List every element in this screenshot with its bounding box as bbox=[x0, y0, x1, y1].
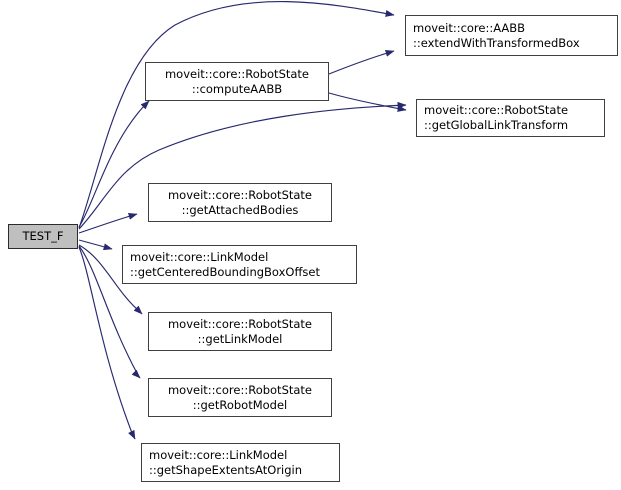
graph-edge bbox=[78, 246, 136, 440]
graph-edge bbox=[78, 212, 138, 234]
graph-node-getattachedbodies[interactable]: moveit::core::RobotState::getAttachedBod… bbox=[148, 183, 332, 222]
graph-node-label-line: moveit::core::AABB bbox=[413, 20, 526, 35]
graph-edge bbox=[78, 101, 407, 230]
graph-node-getgloballinktransform[interactable]: moveit::core::RobotState::getGlobalLinkT… bbox=[416, 99, 605, 137]
graph-edges bbox=[78, 1, 407, 440]
graph-node-computeaabb[interactable]: moveit::core::RobotState::computeAABB bbox=[145, 62, 329, 101]
graph-node-label-line: ::getRobotModel bbox=[192, 397, 288, 412]
graph-node-test_f[interactable]: TEST_F bbox=[8, 224, 78, 249]
graph-node-label-line: moveit::core::LinkModel bbox=[149, 447, 288, 462]
graph-node-label-line: moveit::core::RobotState bbox=[167, 316, 313, 331]
graph-node-label-line: moveit::core::RobotState bbox=[167, 187, 313, 202]
graph-node-getshapeextentsatorigin[interactable]: moveit::core::LinkModel::getShapeExtents… bbox=[141, 443, 340, 482]
graph-node-label-line: moveit::core::RobotState bbox=[167, 382, 313, 397]
graph-node-label-line: ::getShapeExtentsAtOrigin bbox=[149, 462, 303, 477]
graph-node-getlinkmodel[interactable]: moveit::core::RobotState::getLinkModel bbox=[148, 312, 332, 351]
graph-edge bbox=[78, 100, 150, 228]
graph-node-label-line: moveit::core::LinkModel bbox=[130, 249, 269, 264]
graph-node-extendwithtransformedbox[interactable]: moveit::core::AABB::extendWithTransforme… bbox=[405, 15, 618, 56]
graph-node-getcenteredboundingboxoffset[interactable]: moveit::core::LinkModel::getCenteredBoun… bbox=[122, 245, 357, 284]
graph-node-label-line: ::getCenteredBoundingBoxOffset bbox=[130, 264, 320, 279]
graph-edge bbox=[78, 239, 113, 251]
graph-node-label-line: TEST_F bbox=[22, 229, 64, 244]
graph-node-label-line: ::extendWithTransformedBox bbox=[413, 35, 580, 50]
graph-node-label-line: moveit::core::RobotState bbox=[424, 103, 569, 118]
graph-edge bbox=[78, 245, 141, 379]
graph-edge bbox=[78, 1, 395, 229]
graph-node-label-line: ::getAttachedBodies bbox=[181, 202, 299, 217]
graph-node-label-line: ::getGlobalLinkTransform bbox=[424, 118, 569, 132]
graph-node-getrobotmodel[interactable]: moveit::core::RobotState::getRobotModel bbox=[148, 378, 332, 417]
graph-edge bbox=[328, 49, 395, 75]
graph-node-label-line: ::getLinkModel bbox=[197, 331, 283, 346]
graph-node-label-line: ::computeAABB bbox=[191, 81, 283, 96]
graph-edge bbox=[328, 92, 407, 112]
graph-node-label-line: moveit::core::RobotState bbox=[164, 66, 310, 81]
graph-edge bbox=[78, 244, 143, 315]
